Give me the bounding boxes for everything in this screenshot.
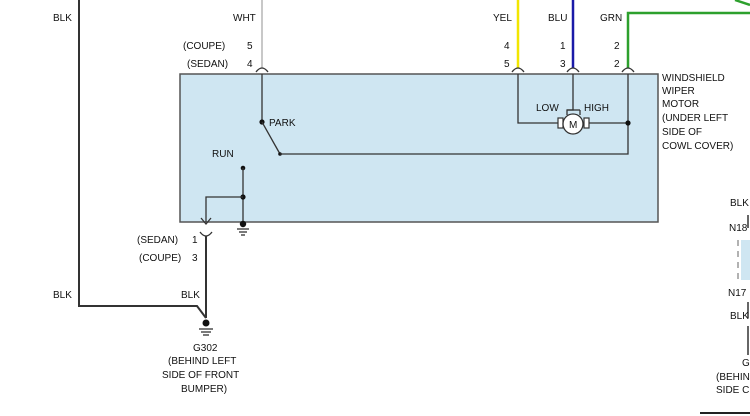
connector-yel xyxy=(511,67,525,73)
blu-coupe-pin: 1 xyxy=(560,41,566,52)
motor-title-3: MOTOR xyxy=(662,99,699,110)
grn-label: GRN xyxy=(600,13,622,24)
g302-location-1: (BEHIND LEFT xyxy=(168,356,236,367)
wiper-motor-box xyxy=(179,73,659,223)
motor-title-1: WINDSHIELD xyxy=(662,73,725,84)
blu-label: BLU xyxy=(548,13,567,24)
park-label: PARK xyxy=(269,118,296,129)
case-ground-dot xyxy=(239,220,247,228)
yel-sedan-pin: 5 xyxy=(504,59,510,70)
high-label: HIGH xyxy=(584,103,609,114)
wht-sedan-pin: 4 xyxy=(247,59,253,70)
ground-arrow xyxy=(200,217,212,226)
top-left-wire-label: BLK xyxy=(53,13,72,24)
grn-coupe-pin: 2 xyxy=(614,41,620,52)
ground-coupe-pin: 3 xyxy=(192,253,198,264)
wht-label: WHT xyxy=(233,13,256,24)
n17-label: N17 xyxy=(728,288,747,299)
high-junction xyxy=(625,120,631,126)
park-switch-arm xyxy=(261,121,281,155)
switch-to-grn-wire xyxy=(280,74,629,155)
connector-wht xyxy=(255,67,269,73)
run-label: RUN xyxy=(212,149,234,160)
grn-wire-top-right xyxy=(734,0,750,7)
connector-grn xyxy=(621,67,635,73)
coupe-label: (COUPE) xyxy=(183,41,225,52)
right-bottom-wire-label: BLK xyxy=(730,311,749,322)
motor-title-2: WIPER xyxy=(662,86,695,97)
high-brush xyxy=(583,117,590,129)
yel-label: YEL xyxy=(493,13,512,24)
motor-m-label: M xyxy=(569,120,577,131)
low-brush xyxy=(557,117,564,129)
g302-location-3: BUMPER) xyxy=(181,384,227,395)
connector-blu xyxy=(566,67,580,73)
g302-location-2: SIDE OF FRONT xyxy=(162,370,239,381)
g302-ground-dot xyxy=(202,319,210,327)
grn-sedan-pin: 2 xyxy=(614,59,620,70)
g302-label: G302 xyxy=(193,343,218,354)
ground-sedan-pin: 1 xyxy=(192,235,198,246)
motor-title-6: COWL COVER) xyxy=(662,141,733,152)
ground-coupe-label: (COUPE) xyxy=(139,253,181,264)
motor-symbol xyxy=(562,113,584,135)
low-label: LOW xyxy=(536,103,559,114)
right-component-box xyxy=(741,240,750,280)
ground-wire-label: BLK xyxy=(181,290,200,301)
ground-sedan-label: (SEDAN) xyxy=(137,235,178,246)
n18-label: N18 xyxy=(729,223,748,234)
motor-title-4: (UNDER LEFT xyxy=(662,113,728,124)
grn-wire xyxy=(626,11,750,68)
sedan-label: (SEDAN) xyxy=(187,59,228,70)
right-partial-g: G xyxy=(742,358,750,369)
left-blk-wire xyxy=(78,0,207,319)
yel-coupe-pin: 4 xyxy=(504,41,510,52)
right-partial-side: SIDE C xyxy=(716,385,749,396)
ground-connector xyxy=(199,231,213,237)
right-top-wire-label: BLK xyxy=(730,198,749,209)
motor-title-5: SIDE OF xyxy=(662,127,702,138)
blu-sedan-pin: 3 xyxy=(560,59,566,70)
wht-coupe-pin: 5 xyxy=(247,41,253,52)
ground-link-wire xyxy=(205,196,243,222)
right-partial-behind: (BEHIN xyxy=(716,372,750,383)
lower-left-wire-label: BLK xyxy=(53,290,72,301)
low-wire xyxy=(517,74,560,124)
